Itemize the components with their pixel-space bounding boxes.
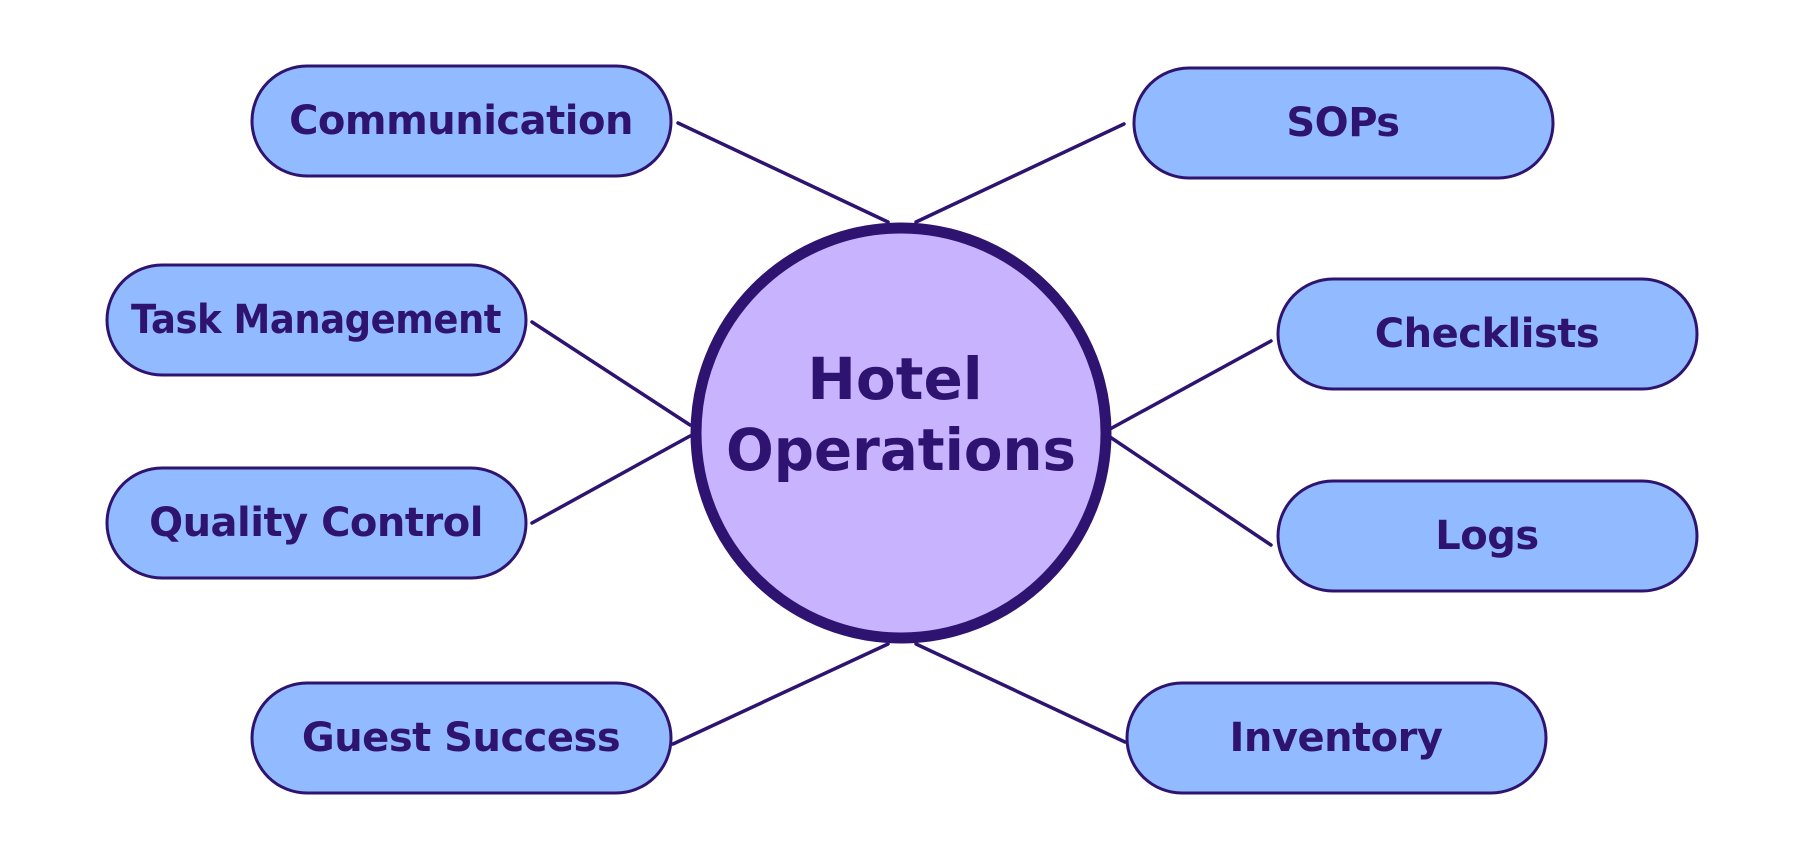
connector-logs (1108, 435, 1273, 547)
node-sops: SOPs (1132, 66, 1555, 180)
center-node: Hotel Operations (690, 222, 1112, 644)
node-quality-control: Quality Control (105, 466, 528, 580)
node-communication-label: Communication (289, 98, 633, 144)
node-logs: Logs (1276, 479, 1699, 593)
connectors (530, 121, 1273, 746)
node-task-management-pill (105, 263, 528, 377)
node-sops-pill (1132, 66, 1555, 180)
node-task-management: Task Management (105, 263, 528, 377)
connector-inventory (914, 642, 1127, 744)
node-communication-pill (250, 64, 673, 178)
connector-task-management (530, 320, 692, 427)
connector-quality-control (530, 434, 692, 525)
node-quality-control-pill (105, 466, 528, 580)
center-title-line2: Operations (726, 416, 1076, 484)
node-task-management-label: Task Management (131, 297, 501, 343)
node-inventory-label: Inventory (1230, 715, 1443, 761)
node-communication: Communication (250, 64, 673, 178)
node-checklists-label: Checklists (1375, 311, 1599, 357)
connector-sops (914, 122, 1126, 224)
node-inventory: Inventory (1125, 681, 1548, 795)
connector-guest-success (671, 642, 890, 746)
node-guest-success: Guest Success (250, 681, 673, 795)
node-quality-control-label: Quality Control (149, 500, 483, 546)
node-guest-success-pill (250, 681, 673, 795)
node-logs-pill (1276, 479, 1699, 593)
node-checklists: Checklists (1276, 277, 1699, 391)
center-circle (690, 222, 1112, 644)
connector-checklists (1108, 339, 1273, 431)
node-guest-success-label: Guest Success (302, 715, 620, 761)
connector-communication (676, 121, 890, 224)
center-title-line1: Hotel (807, 345, 982, 413)
node-inventory-pill (1125, 681, 1548, 795)
node-logs-label: Logs (1435, 513, 1538, 559)
node-sops-label: SOPs (1286, 100, 1399, 146)
node-checklists-pill (1276, 277, 1699, 391)
